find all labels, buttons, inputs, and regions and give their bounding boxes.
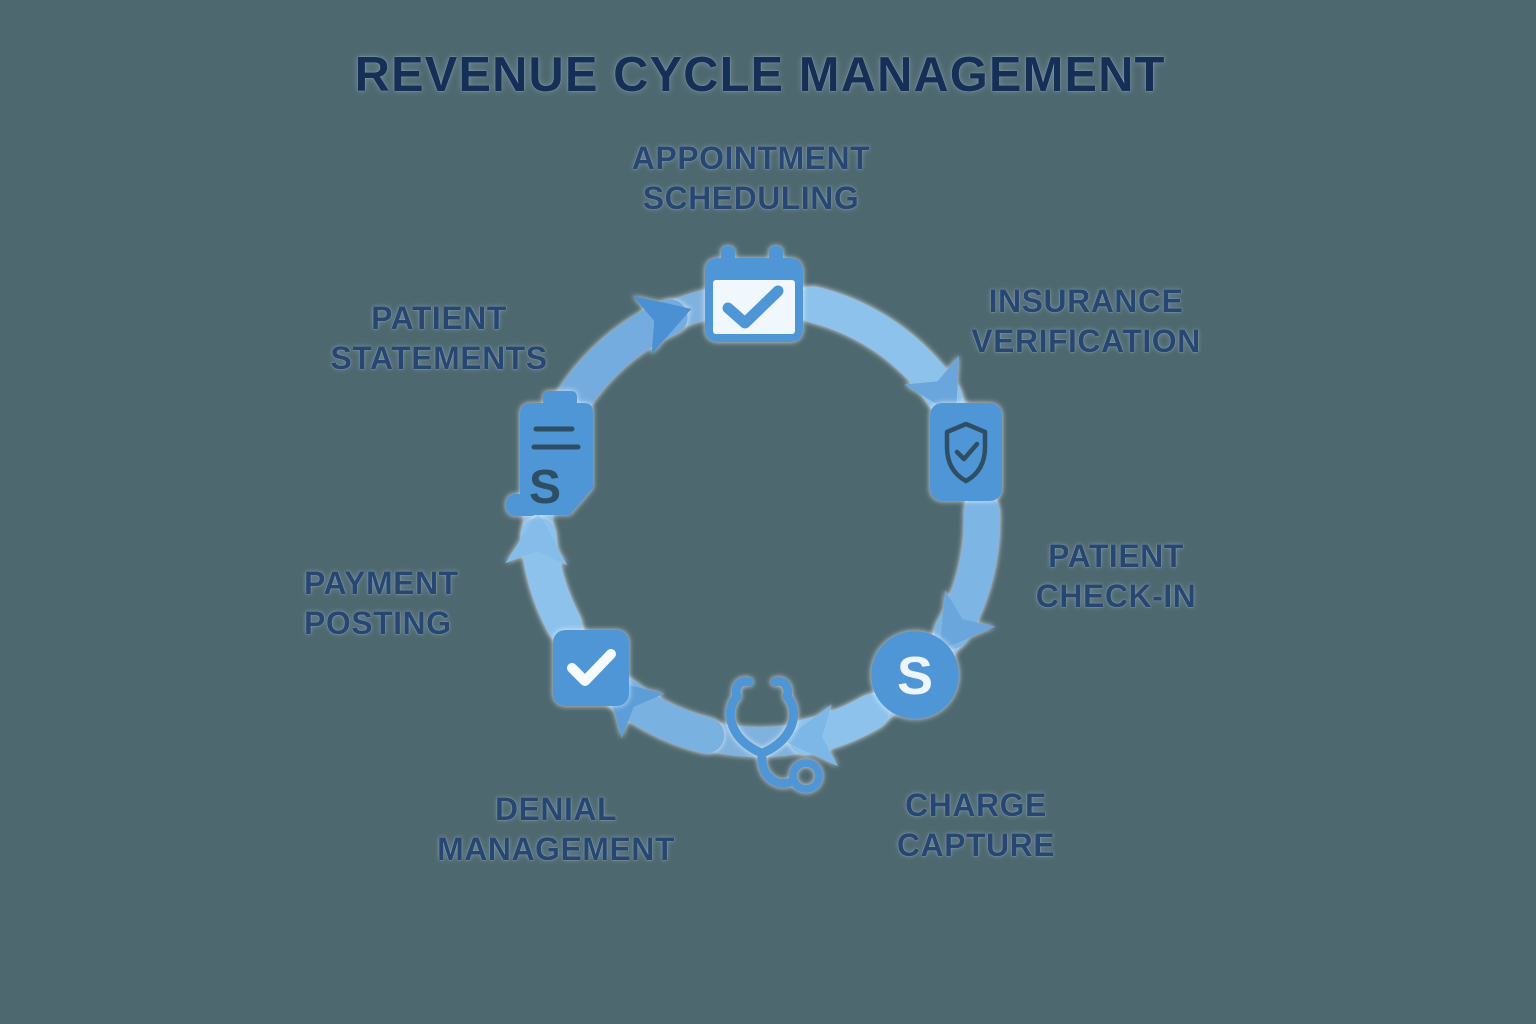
statement-dollar-glyph: S: [529, 461, 561, 514]
page-title: REVENUE CYCLE MANAGEMENT: [354, 48, 1166, 102]
checkbox-check-icon: [553, 630, 629, 706]
arrow-checkin-to-chargecapture: [783, 694, 889, 767]
billing-statement-icon: S: [506, 391, 593, 516]
stage-label-denial-management: DENIAL MANAGEMENT: [437, 791, 675, 867]
stage-label-insurance-verification: INSURANCE VERIFICATION: [971, 283, 1201, 359]
dollar-glyph: S: [897, 646, 933, 706]
stage-label-patient-check-in: PATIENT CHECK-IN: [1035, 538, 1197, 614]
dollar-circle-icon: S: [871, 631, 959, 719]
stage-label-patient-statements: PATIENT STATEMENTS: [330, 300, 548, 376]
arrow-payment-posting-up: [505, 512, 582, 643]
stage-label-charge-capture: CHARGE CAPTURE: [896, 787, 1056, 863]
stage-label-appointment-scheduling: APPOINTMENT SCHEDULING: [631, 140, 871, 216]
arrow-scheduling-to-verification: [795, 286, 962, 416]
calendar-check-icon: [705, 246, 803, 342]
stethoscope-icon: [725, 676, 823, 793]
stage-label-payment-posting: PAYMENT POSTING: [304, 565, 459, 641]
arrow-verification-to-checkin: [934, 494, 1000, 651]
shield-check-card-icon: [930, 403, 1002, 501]
